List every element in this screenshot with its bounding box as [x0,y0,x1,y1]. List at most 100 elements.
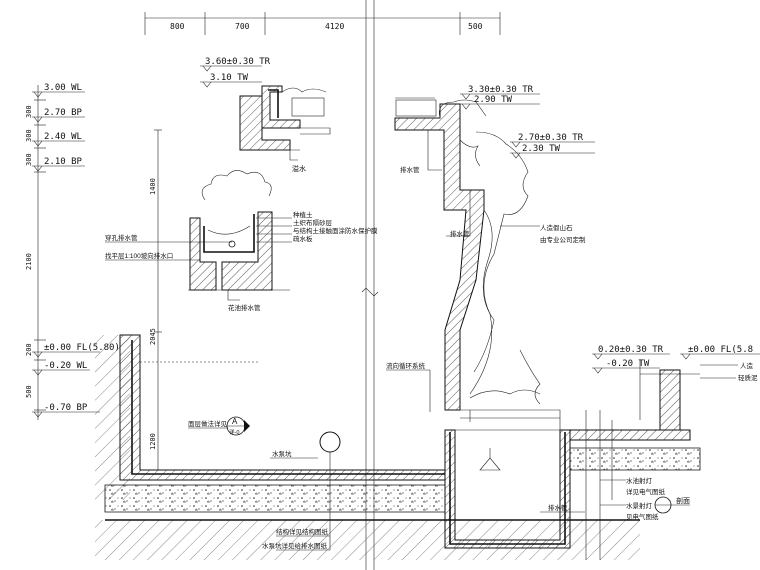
label-light-note-1: 详见电气图纸 [626,487,666,496]
section-ref: 详-0 [229,428,239,436]
label-drain-pipe-1: 排水管 [400,165,420,174]
label-circulation: 流向循环系统 [386,361,426,370]
level-marker: -0.20 WL [32,361,90,376]
label-right-edge-2: 轻质泥 [738,373,758,382]
svg-text:-0.20 TW: -0.20 TW [606,359,650,369]
svg-text:2.10 BP: 2.10 BP [44,157,83,167]
level-tag: TR [652,345,663,355]
planter-detail: 种植土 土织布隔砂层 与结构土接触面涂防水保护膜 疏水板 穿孔排水管 找平层1:… [105,170,378,312]
dim-side-2045: 2045 [149,328,157,345]
dim-side-200: 200 [25,343,33,356]
label-rock-note: 由专业公司定制 [540,235,586,244]
label-structure-note: 结构详见结构图纸 [276,527,329,536]
label-light-note-2: 见电气图纸 [626,512,659,521]
label-water-light: 水景射灯 [626,501,653,510]
svg-text:±0.00 FL(5.8: ±0.00 FL(5.8 [688,345,753,355]
svg-text:-0.20 WL: -0.20 WL [44,361,87,371]
dim-top-4120: 4120 [325,22,344,31]
dim-top-700: 700 [235,22,250,31]
label-drain-pipe-2: 排水管 [450,229,470,238]
level-value: 2.90 [474,95,496,105]
dim-side-300c: 300 [25,153,33,166]
level-tag: WL [71,83,82,93]
level-value: 3.00 [44,83,66,93]
label-perforated-pipe: 穿孔排水管 [105,233,138,242]
level-marker: 2.70±0.30 TR [510,133,595,148]
dim-side-1400: 1400 [149,178,157,195]
level-marker: 2.40 WL [32,132,85,147]
dim-side-2100: 2100 [25,253,33,270]
level-marker: 0.20±0.30 TR [592,345,670,360]
level-value: 3.30±0.30 [468,85,517,95]
label-right-edge-1: 人造 [740,361,754,370]
top-coping-detail: 3.60±0.30 TR 3.10 TW 溢水 [200,57,331,173]
svg-text:3.30±0.30 TR: 3.30±0.30 TR [468,85,534,95]
level-tag: TR [522,85,533,95]
section-callout: A 详-0 [226,416,250,436]
level-value: -0.20 [44,361,71,371]
label-overflow-top: 溢水 [292,164,306,173]
level-tag: TR [572,133,583,143]
label-pump-pit: 水泵坑 [272,449,292,458]
dim-top-500: 500 [468,22,483,31]
bottom-annotations: 面层做法详见 A 详-0 水泵坑 结构详见结构图纸 水泵坑详见给排水图纸 [188,416,331,551]
dim-side-300a: 300 [25,105,33,118]
level-value: -0.20 [606,359,633,369]
level-tag: TW [549,144,560,154]
dim-side-300b: 300 [25,129,33,142]
level-value: 2.40 [44,132,66,142]
right-level-markers: 3.30±0.30 TR 2.90 TW 2.70±0.30 TR 2.30 T… [460,85,760,374]
level-value: 2.70±0.30 [518,133,567,143]
rock-wall [394,97,561,430]
level-marker: 2.70 BP [32,108,85,123]
level-tag: BP [71,108,82,118]
level-marker: 3.00 WL [32,83,85,98]
level-value: -0.70 [44,403,71,413]
label-geotextile: 土织布隔砂层 [293,218,333,227]
svg-text:2.90 TW: 2.90 TW [474,95,513,105]
svg-text:2.70±0.30 TR: 2.70±0.30 TR [518,133,584,143]
svg-text:2.70 BP: 2.70 BP [44,108,83,118]
level-tag: TW [237,73,248,83]
label-artificial-rock: 人造假山石 [540,223,573,232]
top-dimension-chain: 800 700 4120 500 [144,12,501,35]
svg-text:3.60±0.30 TR: 3.60±0.30 TR [205,57,271,67]
level-tag: WL [77,361,88,371]
label-slope-note: 找平层1:100坡向排水口 [105,251,173,260]
level-tag: TW [501,95,512,105]
label-drain-pipe-3: 排水管 [548,503,568,512]
level-marker: 2.10 BP [32,157,85,172]
left-level-markers: 3.00 WL 2.70 BP 2.40 WL 2.10 BP ±0.00 FL… [32,83,120,418]
level-marker: 2.90 TW [460,95,540,110]
level-value: 3.60±0.30 [205,57,254,67]
level-tag: TW [639,359,650,369]
level-tag: FL(5.8 [721,345,754,355]
svg-text:3.00 WL: 3.00 WL [44,83,82,93]
level-value: 2.10 [44,157,66,167]
svg-text:0.20±0.30 TR: 0.20±0.30 TR [598,345,664,355]
left-dimension-chain: 300 300 300 2100 200 500 [25,85,46,420]
level-marker: -0.20 TW [592,359,660,374]
label-waterproof: 与结构土接触面涂防水保护膜 [293,226,378,235]
pool-section [95,334,701,560]
svg-text:-0.70 BP: -0.70 BP [44,403,88,413]
level-value: ±0.00 [44,343,71,353]
label-planting-soil: 种植土 [293,210,313,219]
label-base-note: 面层做法详见 [188,419,228,428]
level-value: 0.20±0.30 [598,345,647,355]
level-value: 3.10 [210,73,232,83]
svg-text:3.10 TW: 3.10 TW [210,73,249,83]
level-marker: 2.30 TW [510,144,595,159]
label-pump-note: 水泵坑详见给排水图纸 [262,541,328,550]
inner-dimension-chain: 1400 2045 1200 [149,129,162,471]
level-marker: -0.70 BP [32,403,100,418]
label-drain-board: 疏水板 [293,234,313,243]
section-letter: A [232,417,238,426]
label-pool-light: 水池射灯 [626,476,653,485]
level-value: ±0.00 [688,345,715,355]
level-marker: ±0.00 FL(5.8 [680,345,760,360]
right-annotations: 排水管 排水管 人造假山石 由专业公司定制 流向循环系统 排水管 水池射灯 详见… [386,130,758,521]
dim-side-1200: 1200 [149,433,157,450]
svg-text:2.40 WL: 2.40 WL [44,132,82,142]
